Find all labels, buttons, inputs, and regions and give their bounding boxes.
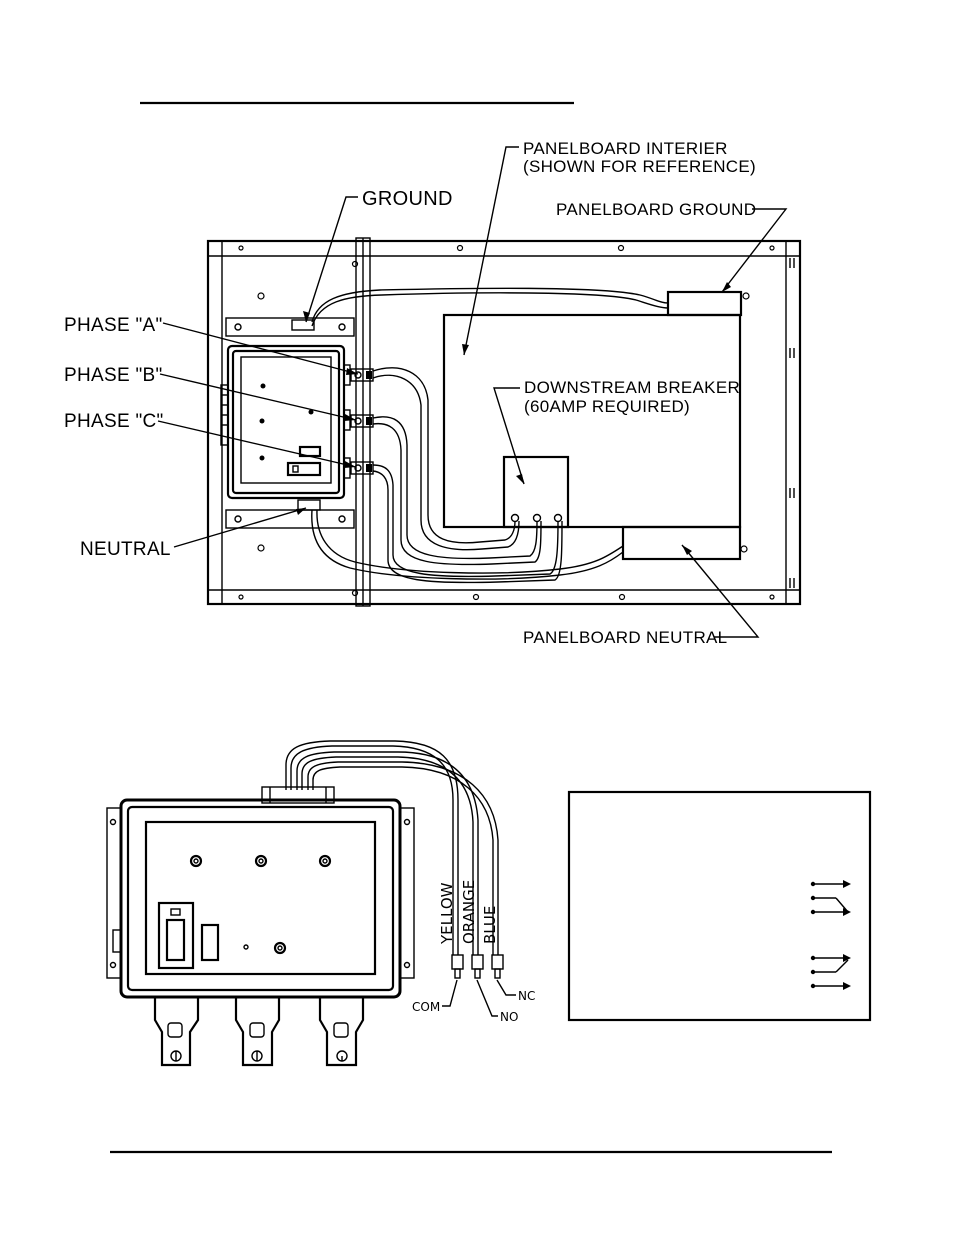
label-wire-blue: BLUE — [481, 906, 499, 944]
label-wire-orange: ORANGE — [460, 880, 478, 944]
label-panelboard-interior-2: (SHOWN FOR REFERENCE) — [523, 157, 756, 176]
label-com: COM — [412, 1000, 440, 1014]
label-panelboard-neutral: PANELBOARD NEUTRAL — [523, 628, 727, 647]
label-downstream-breaker-2: (60AMP REQUIRED) — [524, 397, 690, 416]
label-panelboard-interior-1: PANELBOARD INTERIER — [523, 139, 728, 158]
label-nc: NC — [518, 989, 535, 1003]
label-downstream-breaker-1: DOWNSTREAM BREAKER — [524, 378, 740, 397]
label-phase-a: PHASE "A" — [64, 315, 163, 336]
label-phase-c: PHASE "C" — [64, 411, 164, 432]
contact-schematic — [569, 792, 870, 1020]
label-no: NO — [500, 1010, 518, 1024]
label-panelboard-ground: PANELBOARD GROUND — [556, 200, 756, 219]
label-ground: GROUND — [362, 188, 453, 210]
label-neutral: NEUTRAL — [80, 539, 171, 560]
label-phase-b: PHASE "B" — [64, 365, 163, 386]
label-wire-yellow: YELLOW — [438, 882, 456, 945]
